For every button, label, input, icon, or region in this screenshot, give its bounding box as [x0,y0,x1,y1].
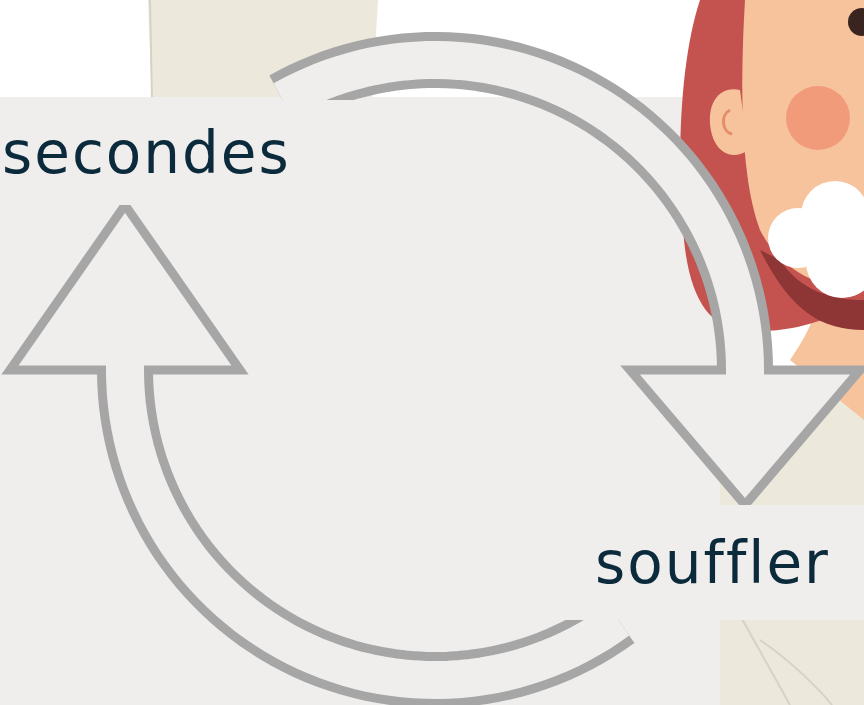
cheek [786,86,850,150]
cycle-arrow [283,60,860,505]
step-label: souffler [595,534,830,592]
text-box: secondes [0,100,355,205]
eye [848,8,864,36]
cycle-arrow [10,205,618,680]
arrow-head [630,370,860,505]
breath-puff [834,205,864,265]
arrow-fill [125,360,618,680]
ear-line [723,110,732,134]
step-label: secondes [2,124,291,182]
ear [710,89,748,155]
leaf-vein [150,0,152,100]
leaf-vein [760,640,832,705]
text-box: souffler [565,505,864,620]
arrow-head [10,205,240,370]
arrow-outline [125,370,618,680]
